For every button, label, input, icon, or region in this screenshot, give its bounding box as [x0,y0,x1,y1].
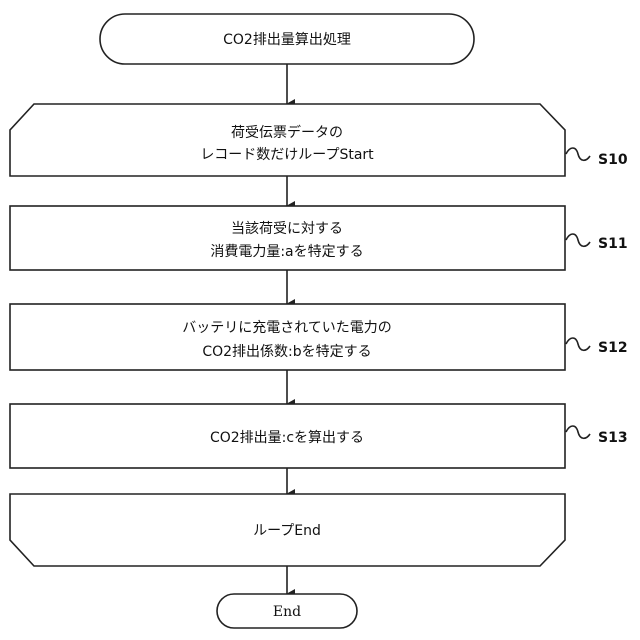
step-connector-s10 [566,148,590,160]
process-box-s13: CO2排出量:cを算出する [10,404,565,468]
start-terminal-label: CO2排出量算出処理 [223,32,351,48]
step-connector-s13 [566,426,590,438]
end-terminal-label: End [273,604,301,620]
process-box-s11: 当該荷受に対する 消費電力量:aを特定する [10,206,565,270]
step-label-s10: S10 [598,152,628,168]
loop-start-line1: 荷受伝票データの [231,124,343,141]
loop-end-label: ループEnd [253,523,321,539]
s12-line1: バッテリに充電されていた電力の [182,320,392,336]
loop-start-line2: レコード数だけループStart [200,147,374,163]
start-terminal: CO2排出量算出処理 [100,14,474,64]
s13-line1: CO2排出量:cを算出する [210,430,364,446]
s11-line2: 消費電力量:aを特定する [210,244,363,260]
step-connector-s12 [566,338,590,350]
end-terminal: End [217,594,357,628]
s11-line1: 当該荷受に対する [231,221,343,237]
s12-line2: CO2排出係数:bを特定する [202,344,371,360]
step-connector-s11 [566,234,590,246]
step-label-s11: S11 [598,236,628,252]
loop-end-box: ループEnd [10,494,565,566]
step-label-s13: S13 [598,430,628,446]
process-box-s12: バッテリに充電されていた電力の CO2排出係数:bを特定する [10,304,565,370]
loop-start-box: 荷受伝票データの レコード数だけループStart [10,104,565,176]
step-label-s12: S12 [598,340,628,356]
